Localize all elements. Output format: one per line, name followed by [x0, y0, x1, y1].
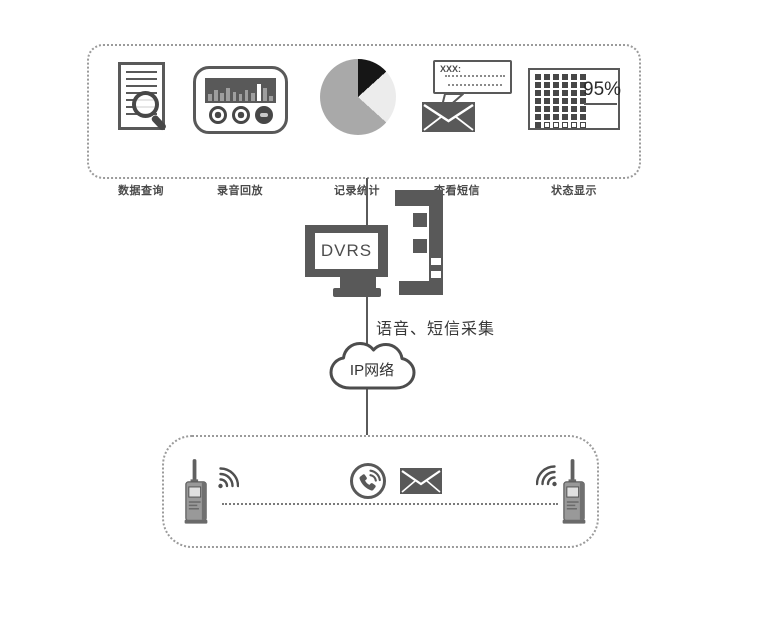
feature-label-view-sms: 查看短信: [434, 185, 480, 197]
signal-waves-left-icon: [218, 467, 239, 489]
connector-line-top: [366, 178, 368, 225]
dotted-link-line: [222, 503, 558, 505]
monitor-stand-base: [333, 288, 381, 297]
server-name-label: DVRS: [315, 233, 378, 269]
walkie-talkie-left-icon: [184, 459, 208, 524]
player-button-icon: [231, 106, 250, 124]
audio-player-icon: [193, 66, 288, 134]
player-button-icon: [208, 106, 227, 124]
data-query-icon: [118, 62, 168, 132]
feature-label-record-statistics: 记录统计: [334, 185, 380, 197]
pie-chart-icon: [320, 59, 396, 135]
cloud-icon: [329, 342, 416, 390]
monitor-stand: [340, 277, 376, 288]
status-percent-label: 95%: [583, 79, 622, 100]
player-buttons: [196, 106, 285, 124]
terminals-panel: [162, 435, 599, 548]
signal-waves-right-icon: [536, 465, 557, 487]
phone-call-icon: [350, 463, 386, 499]
server-tower-icon: [395, 190, 443, 295]
feature-label-status-display: 状态显示: [551, 185, 597, 197]
flow-label: 语音、短信采集: [376, 321, 496, 338]
management-features-panel: 数据查询 录音回放 记录统计 XXX:: [87, 44, 641, 197]
sms-dotted-text-line: [448, 84, 502, 86]
envelope-icon: [422, 102, 475, 132]
sms-dotted-text-line: [445, 75, 505, 77]
player-stop-button-icon: [254, 106, 273, 124]
player-bars: [205, 78, 276, 103]
magnifier-icon: [132, 91, 159, 118]
sms-bubble-title: XXX:: [440, 64, 462, 74]
feature-label-data-query: 数据查询: [118, 185, 164, 197]
sms-bubble-icon: XXX:: [433, 60, 512, 94]
monitor-icon: DVRS: [305, 225, 388, 277]
walkie-talkie-right-icon: [562, 459, 586, 524]
status-display-icon: 95%: [528, 68, 622, 130]
message-envelope-icon: [400, 468, 442, 494]
network-label: IP网络: [349, 362, 395, 379]
feature-label-audio-playback: 录音回放: [217, 185, 263, 197]
status-percent-underline: [584, 103, 617, 105]
magnifier-handle: [150, 114, 168, 132]
status-grid: [535, 74, 586, 128]
